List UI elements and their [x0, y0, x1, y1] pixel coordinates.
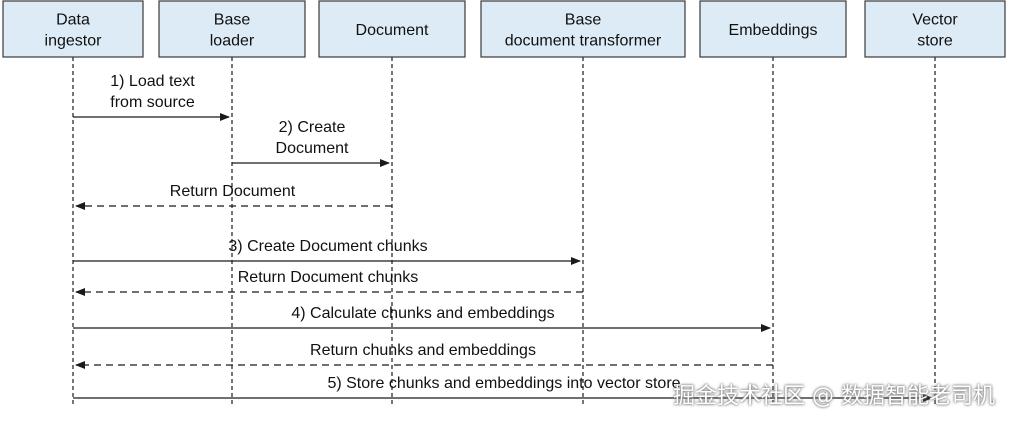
- message-label-calc-embeddings: 4) Calculate chunks and embeddings: [291, 305, 554, 322]
- actor-label-vector-store: Vector: [912, 12, 958, 29]
- actor-document: Document: [318, 0, 466, 405]
- actor-box-base-document-transformer: [480, 0, 686, 58]
- message-label-create-document: Document: [276, 140, 349, 157]
- actor-box-data-ingestor: [2, 0, 144, 58]
- actor-label-base-document-transformer: document transformer: [505, 33, 662, 50]
- actor-label-base-document-transformer: Base: [565, 12, 602, 29]
- actor-label-embeddings: Embeddings: [729, 22, 818, 39]
- actor-label-base-loader: Base: [214, 12, 251, 29]
- message-return-document: Return Document: [75, 183, 392, 210]
- actor-label-data-ingestor: ingestor: [45, 33, 103, 50]
- message-label-return-chunks: Return Document chunks: [238, 269, 419, 286]
- message-label-store-chunks: 5) Store chunks and embeddings into vect…: [327, 375, 680, 392]
- actor-box-vector-store: [864, 0, 1006, 58]
- actor-vector-store: Vector store: [864, 0, 1006, 405]
- message-label-return-embeddings: Return chunks and embeddings: [310, 342, 536, 359]
- actor-box-embeddings: [699, 0, 847, 58]
- message-calc-embeddings: 4) Calculate chunks and embeddings: [73, 305, 771, 332]
- actor-box-base-loader: [158, 0, 306, 58]
- message-create-chunks: 3) Create Document chunks: [73, 238, 581, 265]
- watermark-text: 掘金技术社区 @ 数据智能老司机: [673, 384, 995, 409]
- actor-data-ingestor: Data ingestor: [2, 0, 144, 405]
- message-label-return-document: Return Document: [170, 183, 296, 200]
- message-return-embeddings: Return chunks and embeddings: [75, 342, 773, 369]
- actor-base-document-transformer: Base document transformer: [480, 0, 686, 405]
- actor-label-data-ingestor: Data: [56, 12, 90, 29]
- actor-box-document: [318, 0, 466, 58]
- actor-base-loader: Base loader: [158, 0, 306, 405]
- actor-label-vector-store: store: [917, 33, 953, 50]
- message-load-text: 1) Load text from source: [73, 73, 230, 121]
- message-label-create-chunks: 3) Create Document chunks: [228, 238, 427, 255]
- message-return-chunks: Return Document chunks: [75, 269, 583, 296]
- message-store-chunks: 5) Store chunks and embeddings into vect…: [73, 375, 933, 402]
- actor-embeddings: Embeddings: [699, 0, 847, 405]
- actor-label-base-loader: loader: [210, 33, 255, 50]
- message-label-load-text: from source: [110, 94, 195, 111]
- message-label-load-text: 1) Load text: [110, 73, 195, 90]
- message-label-create-document: 2) Create: [279, 119, 346, 136]
- actor-label-document: Document: [356, 22, 429, 39]
